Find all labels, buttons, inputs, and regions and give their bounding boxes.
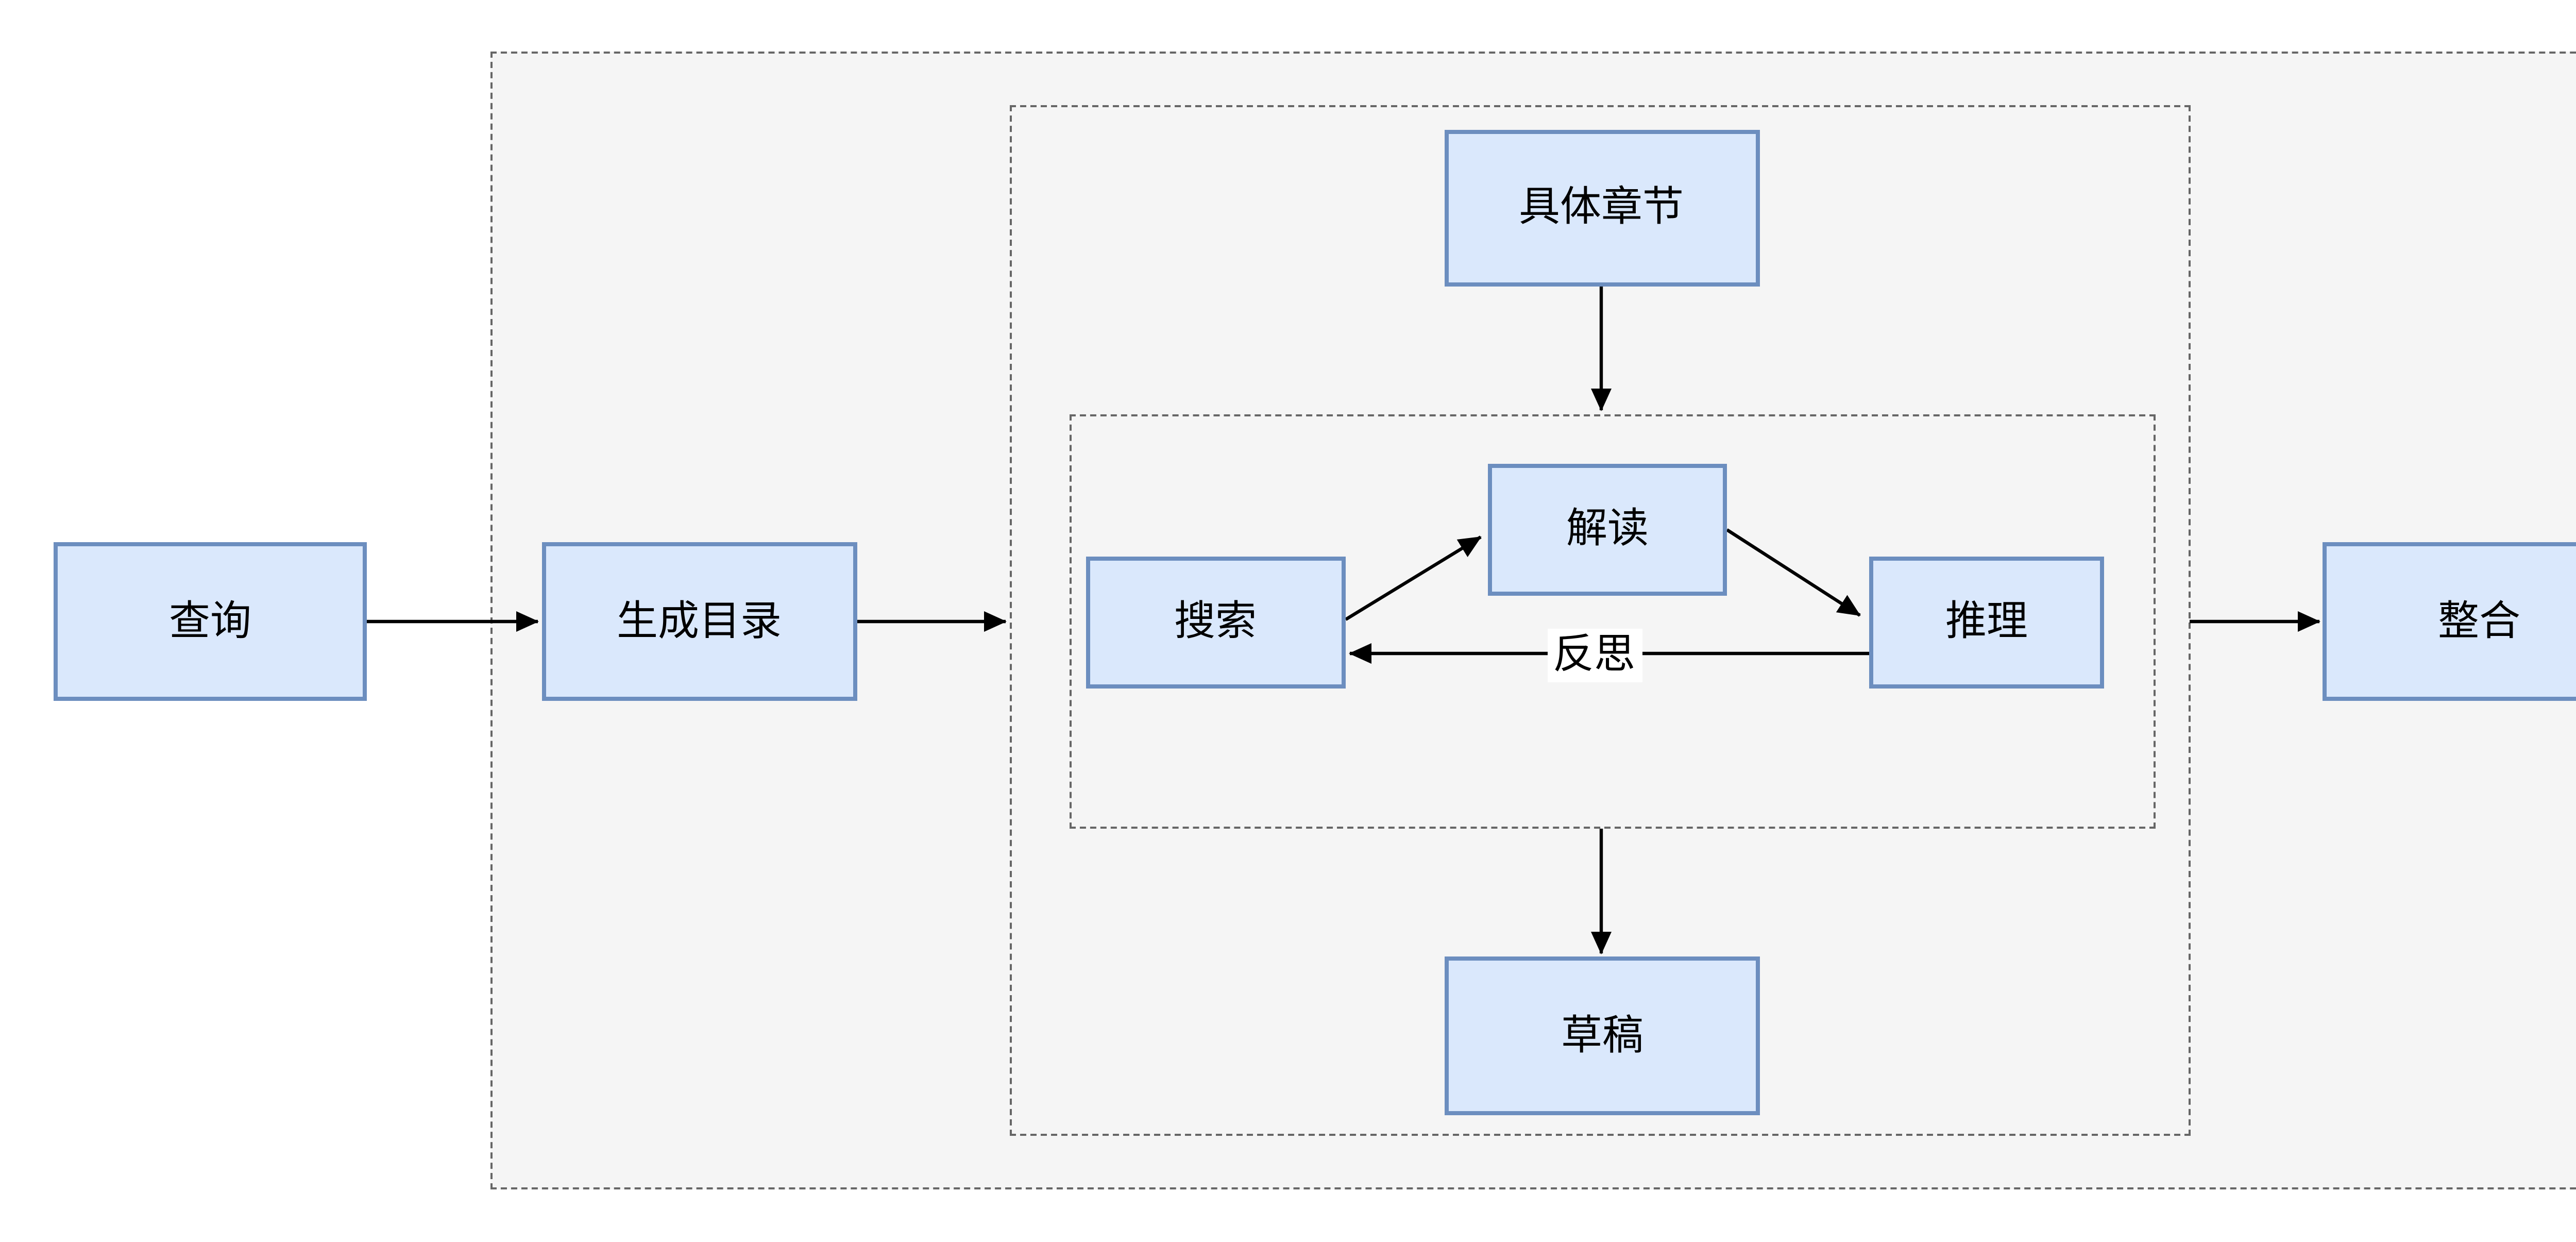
node-search: 搜索 bbox=[1085, 556, 1346, 687]
edge-search-to-interpret bbox=[1345, 535, 1482, 621]
node-specific-chapter: 具体章节 bbox=[1444, 130, 1759, 286]
chapter-section-container bbox=[1009, 105, 2190, 1136]
node-interpret: 解读 bbox=[1488, 464, 1727, 596]
edge-label-reflect: 反思 bbox=[1547, 629, 1641, 682]
node-generate-toc: 生成目录 bbox=[541, 542, 857, 701]
node-draft: 草稿 bbox=[1445, 956, 1760, 1115]
node-integrate: 整合 bbox=[2323, 542, 2576, 701]
node-reason: 推理 bbox=[1869, 556, 2104, 687]
search-interpret-reason-loop-container bbox=[1070, 413, 2155, 829]
edge-interpret-to-reason bbox=[1726, 528, 1861, 617]
node-query: 查询 bbox=[54, 542, 367, 701]
